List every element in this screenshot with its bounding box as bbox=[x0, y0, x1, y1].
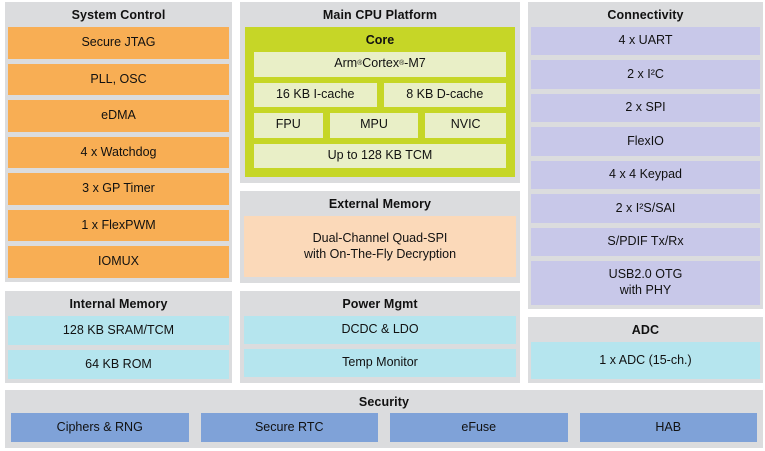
core-group-title: Core bbox=[365, 33, 395, 47]
panel-title-power-mgmt: Power Mgmt bbox=[342, 297, 418, 311]
block-nvic: NVIC bbox=[425, 113, 506, 138]
panel-system-control: System Control Secure JTAG PLL, OSC eDMA… bbox=[5, 2, 232, 282]
panel-title-adc: ADC bbox=[631, 323, 660, 337]
block-watchdog: 4 x Watchdog bbox=[8, 136, 229, 169]
power-mgmt-blocks: DCDC & LDO Temp Monitor bbox=[244, 316, 516, 377]
block-uart: 4 x UART bbox=[531, 27, 760, 56]
block-ciphers-rng: Ciphers & RNG bbox=[11, 413, 189, 442]
block-keypad: 4 x 4 Keypad bbox=[531, 160, 760, 190]
fpu-mpu-nvic-row: FPU MPU NVIC bbox=[254, 113, 506, 138]
core-body: Arm®Cortex®-M7 16 KB I-cache 8 KB D-cach… bbox=[245, 52, 515, 177]
block-rom: 64 KB ROM bbox=[8, 350, 229, 379]
adc-blocks: 1 x ADC (15-ch.) bbox=[531, 342, 760, 379]
block-secure-jtag: Secure JTAG bbox=[8, 27, 229, 59]
panel-internal-memory: Internal Memory 128 KB SRAM/TCM 64 KB RO… bbox=[5, 291, 232, 383]
panel-title-security: Security bbox=[358, 395, 410, 409]
block-cortex-m7: Arm®Cortex®-M7 bbox=[254, 52, 506, 77]
block-flexpwm: 1 x FlexPWM bbox=[8, 209, 229, 242]
block-hab: HAB bbox=[579, 413, 757, 442]
block-sram-tcm: 128 KB SRAM/TCM bbox=[8, 316, 229, 345]
block-dcache: 8 KB D-cache bbox=[383, 82, 506, 107]
block-i2s-sai: 2 x I²S/SAI bbox=[531, 194, 760, 223]
block-flexio: FlexIO bbox=[531, 127, 760, 156]
block-mpu: MPU bbox=[329, 113, 419, 138]
block-iomux: IOMUX bbox=[8, 246, 229, 279]
block-edma: eDMA bbox=[8, 100, 229, 132]
panel-security: Security Ciphers & RNG Secure RTC eFuse … bbox=[5, 390, 763, 448]
block-spi: 2 x SPI bbox=[531, 93, 760, 123]
panel-title-main-cpu-platform: Main CPU Platform bbox=[322, 8, 438, 22]
panel-title-internal-memory: Internal Memory bbox=[69, 297, 168, 311]
block-temp-monitor: Temp Monitor bbox=[244, 349, 516, 377]
system-control-blocks: Secure JTAG PLL, OSC eDMA 4 x Watchdog 3… bbox=[8, 27, 229, 279]
cache-row: 16 KB I-cache 8 KB D-cache bbox=[254, 82, 506, 107]
connectivity-blocks: 4 x UART 2 x I²C 2 x SPI FlexIO 4 x 4 Ke… bbox=[531, 27, 760, 305]
internal-memory-blocks: 128 KB SRAM/TCM 64 KB ROM bbox=[8, 316, 229, 379]
panel-connectivity: Connectivity 4 x UART 2 x I²C 2 x SPI Fl… bbox=[528, 2, 763, 309]
block-dcdc-ldo: DCDC & LDO bbox=[244, 316, 516, 344]
block-icache: 16 KB I-cache bbox=[254, 82, 377, 107]
block-pll-osc: PLL, OSC bbox=[8, 63, 229, 96]
block-usb-otg: USB2.0 OTG with PHY bbox=[531, 260, 760, 305]
panel-power-mgmt: Power Mgmt DCDC & LDO Temp Monitor bbox=[240, 291, 520, 383]
block-fpu: FPU bbox=[254, 113, 323, 138]
external-memory-blocks: Dual-Channel Quad-SPI with On-The-Fly De… bbox=[244, 216, 516, 277]
block-efuse: eFuse bbox=[390, 413, 568, 442]
block-tcm: Up to 128 KB TCM bbox=[254, 143, 506, 168]
block-spdif: S/PDIF Tx/Rx bbox=[531, 227, 760, 256]
block-quad-spi: Dual-Channel Quad-SPI with On-The-Fly De… bbox=[244, 216, 516, 277]
block-adc: 1 x ADC (15-ch.) bbox=[531, 342, 760, 379]
panel-adc: ADC 1 x ADC (15-ch.) bbox=[528, 317, 763, 383]
block-gp-timer: 3 x GP Timer bbox=[8, 173, 229, 205]
block-secure-rtc: Secure RTC bbox=[200, 413, 378, 442]
panel-title-connectivity: Connectivity bbox=[607, 8, 684, 22]
panel-title-external-memory: External Memory bbox=[328, 197, 432, 211]
core-group: Core Arm®Cortex®-M7 16 KB I-cache 8 KB D… bbox=[245, 27, 515, 177]
panel-main-cpu-platform: Main CPU Platform Core Arm®Cortex®-M7 16… bbox=[240, 2, 520, 183]
security-blocks: Ciphers & RNG Secure RTC eFuse HAB bbox=[8, 413, 760, 442]
panel-title-system-control: System Control bbox=[71, 8, 166, 22]
panel-external-memory: External Memory Dual-Channel Quad-SPI wi… bbox=[240, 191, 520, 283]
block-i2c: 2 x I²C bbox=[531, 60, 760, 89]
